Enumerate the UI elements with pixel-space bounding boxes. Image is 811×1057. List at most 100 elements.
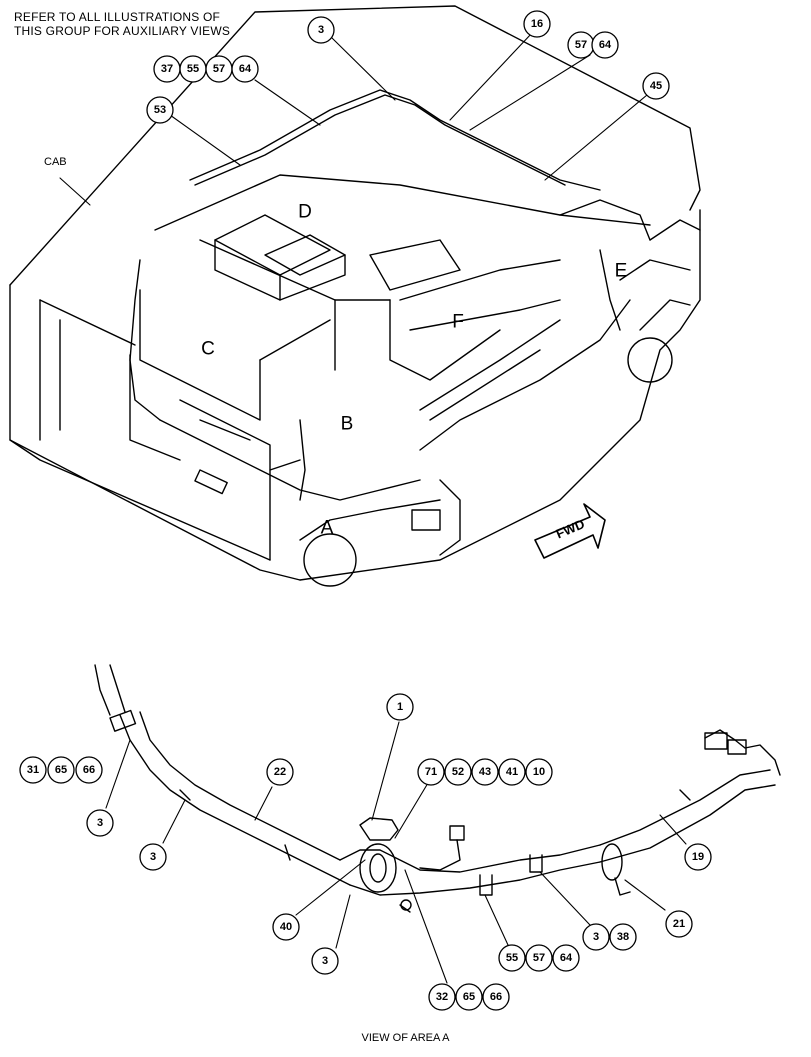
- callout-number: 65: [463, 991, 475, 1003]
- callout-number: 64: [599, 39, 612, 51]
- callout-number: 57: [575, 39, 587, 51]
- callout-circle: [146, 96, 174, 124]
- callout-circle: [684, 843, 712, 871]
- callout-bubble: 31: [19, 756, 47, 784]
- view-a-harness: [94, 664, 781, 913]
- callout-number: 16: [531, 18, 543, 30]
- callout-bubble: 53: [146, 96, 174, 124]
- callout-circle: [482, 983, 510, 1011]
- callout-bubble: 55: [179, 55, 207, 83]
- header-note: REFER TO ALL ILLUSTRATIONS OF THIS GROUP…: [14, 10, 230, 38]
- callout-bubble: 57: [525, 944, 553, 972]
- callout-bubble: 37: [153, 55, 181, 83]
- callout-bubble: 45: [642, 72, 670, 100]
- area-label-f: F: [452, 312, 464, 333]
- callout-number: 45: [650, 80, 662, 92]
- callout-circle: [552, 944, 580, 972]
- header-line-2: THIS GROUP FOR AUXILIARY VIEWS: [14, 24, 231, 38]
- callout-circle: [231, 55, 259, 83]
- view-caption: VIEW OF AREA A: [361, 1032, 450, 1044]
- callout-number: 55: [506, 952, 518, 964]
- callout-number: 43: [479, 766, 491, 778]
- callout-number: 3: [318, 24, 324, 36]
- machine-body: [9, 5, 701, 587]
- callout-bubble: 1: [386, 693, 414, 721]
- callout-bubble: 16: [523, 10, 551, 38]
- callout-circle: [642, 72, 670, 100]
- callout-number: 37: [161, 63, 173, 75]
- callout-circle: [47, 756, 75, 784]
- area-label-c: C: [201, 339, 215, 360]
- callout-bubble: 64: [552, 944, 580, 972]
- callout-circle: [444, 758, 472, 786]
- callout-number: 71: [425, 766, 437, 778]
- callout-number: 19: [692, 851, 704, 863]
- callout-number: 52: [452, 766, 464, 778]
- callout-bubble: 40: [272, 913, 300, 941]
- top-leader-lines: [59, 32, 648, 206]
- callout-bubble: 3: [86, 809, 114, 837]
- callout-circle: [428, 983, 456, 1011]
- area-label-e: E: [615, 261, 628, 282]
- area-label-a: A: [321, 518, 334, 539]
- callout-circle: [665, 910, 693, 938]
- callout-number: 66: [490, 991, 502, 1003]
- callout-number: 66: [83, 764, 95, 776]
- callout-bubble: 65: [47, 756, 75, 784]
- callout-bubble: 57: [567, 31, 595, 59]
- cab-label: CAB: [44, 156, 67, 168]
- header-line-1: REFER TO ALL ILLUSTRATIONS OF: [14, 10, 221, 24]
- callout-circle: [386, 693, 414, 721]
- callout-circle: [498, 944, 526, 972]
- callout-circle: [525, 758, 553, 786]
- callout-bubble: 38: [609, 923, 637, 951]
- callout-circle: [523, 10, 551, 38]
- callout-bubble: 10: [525, 758, 553, 786]
- callout-circle: [471, 758, 499, 786]
- callout-bubble: 32: [428, 983, 456, 1011]
- callout-number: 57: [213, 63, 225, 75]
- callout-number: 3: [97, 817, 103, 829]
- callout-bubble: 43: [471, 758, 499, 786]
- callout-number: 22: [274, 766, 286, 778]
- callout-bubble: 64: [591, 31, 619, 59]
- area-labels: D C F E B A: [201, 202, 627, 539]
- callout-number: 21: [673, 918, 685, 930]
- callout-number: 64: [560, 952, 573, 964]
- callout-bubble: 71: [417, 758, 445, 786]
- callout-bubble: 3: [311, 947, 339, 975]
- callout-bubbles: 3 16 57 64 37 55 57 64 53 45 31 65 66 3 …: [19, 10, 712, 1011]
- callout-number: 55: [187, 63, 199, 75]
- callout-number: 32: [436, 991, 448, 1003]
- callout-circle: [19, 756, 47, 784]
- callout-number: 3: [150, 851, 156, 863]
- callout-circle: [525, 944, 553, 972]
- callout-number: 40: [280, 921, 292, 933]
- callout-bubble: 57: [205, 55, 233, 83]
- callout-circle: [582, 923, 610, 951]
- callout-bubble: 3: [307, 16, 335, 44]
- callout-number: 3: [322, 955, 328, 967]
- callout-bubble: 52: [444, 758, 472, 786]
- callout-bubble: 41: [498, 758, 526, 786]
- callout-bubble: 22: [266, 758, 294, 786]
- callout-number: 57: [533, 952, 545, 964]
- callout-bubble: 19: [684, 843, 712, 871]
- callout-number: 64: [239, 63, 252, 75]
- callout-circle: [609, 923, 637, 951]
- callout-circle: [75, 756, 103, 784]
- callout-circle: [311, 947, 339, 975]
- callout-number: 38: [617, 931, 629, 943]
- callout-bubble: 65: [455, 983, 483, 1011]
- callout-circle: [455, 983, 483, 1011]
- callout-circle: [307, 16, 335, 44]
- callout-bubble: 66: [482, 983, 510, 1011]
- callout-number: 31: [27, 764, 39, 776]
- callout-number: 3: [593, 931, 599, 943]
- callout-circle: [272, 913, 300, 941]
- callout-circle: [86, 809, 114, 837]
- area-label-d: D: [298, 202, 312, 223]
- bottom-leader-lines: [105, 721, 687, 984]
- callout-number: 41: [506, 766, 518, 778]
